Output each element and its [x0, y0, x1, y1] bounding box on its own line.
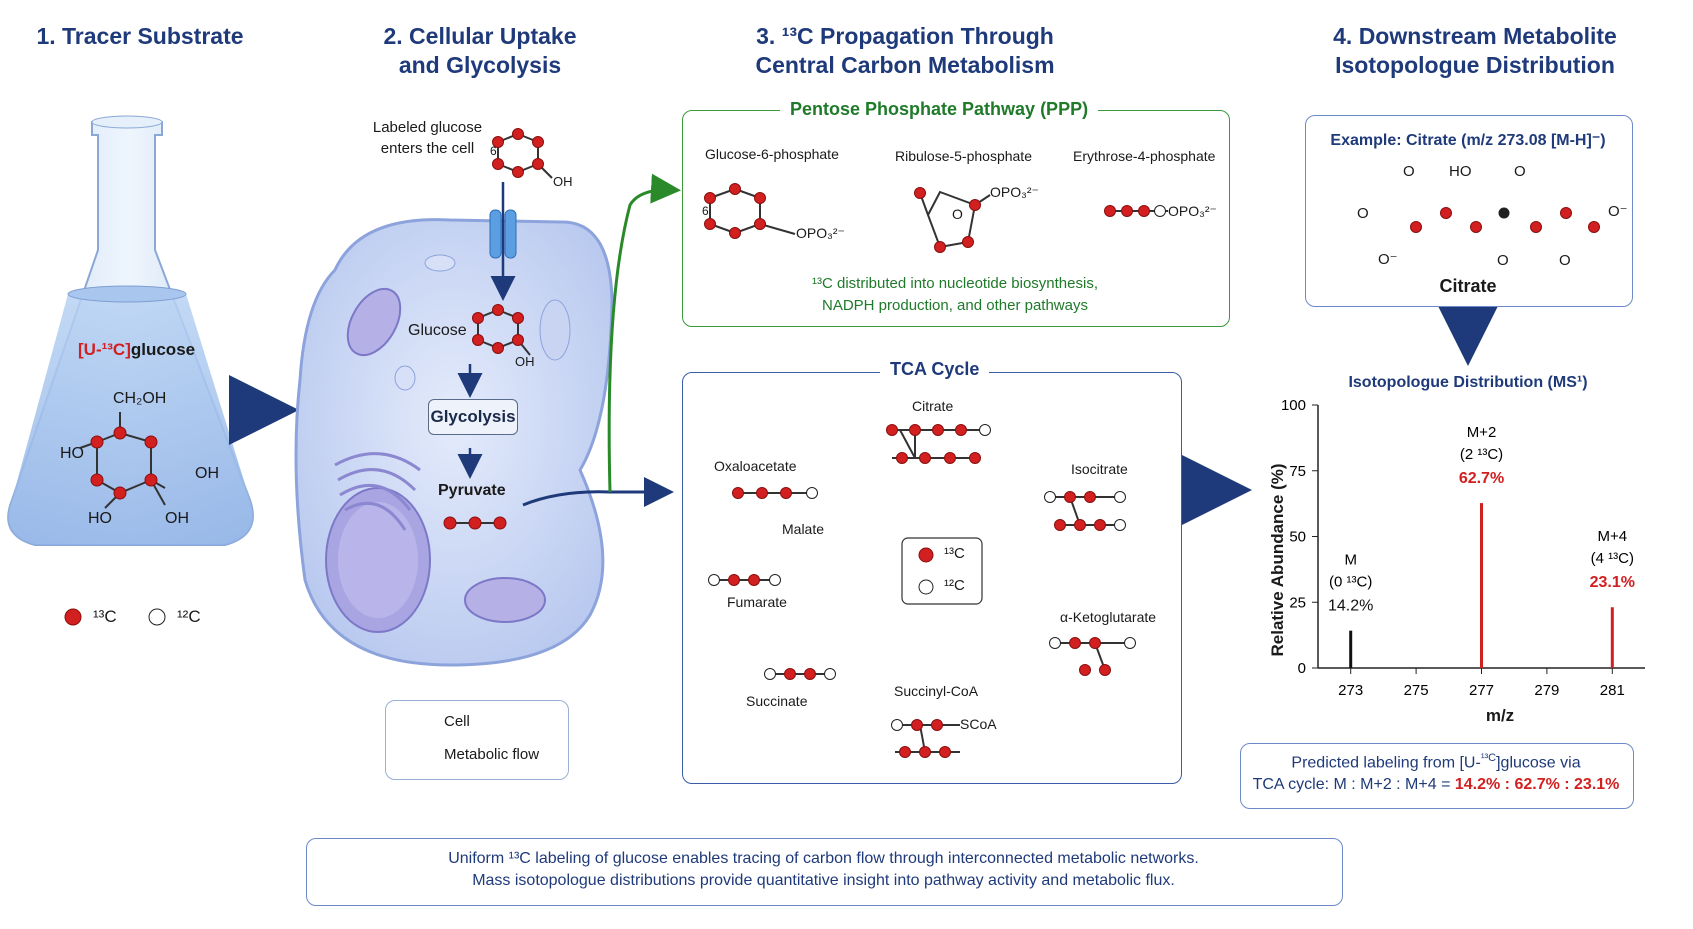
tca-title: TCA Cycle — [880, 359, 990, 380]
tca-legend-12c: ¹²C — [944, 577, 965, 594]
ho-left-label: HO — [60, 445, 84, 462]
tracer-label: [U-¹³C]glucose — [78, 340, 195, 360]
chart-x-tick-label: 281 — [1600, 682, 1625, 699]
g6p-phosphate: OPO₃²⁻ — [796, 225, 845, 241]
prediction-line-1-suffix: ]glucose via — [1496, 754, 1581, 772]
chart-peak-bar — [1349, 630, 1353, 668]
prediction-line-1-prefix: Predicted labeling from [U- — [1291, 754, 1481, 772]
citrate-o-2: O — [1514, 163, 1526, 180]
tca-fumarate: Fumarate — [727, 594, 787, 610]
chart-peak-value-label: 23.1% — [1590, 574, 1635, 591]
chart-x-tick-label: 277 — [1469, 682, 1494, 699]
chart-peak-value-label: 62.7% — [1459, 470, 1504, 487]
chart-x-axis-label: m/z — [1485, 706, 1515, 725]
chart-y-tick-label: 0 — [1298, 660, 1306, 677]
chart-x-tick-label: 275 — [1404, 682, 1429, 699]
chart-y-axis-label: Relative Abundance (%) — [1268, 463, 1287, 657]
cell-drawing — [294, 173, 681, 667]
legend-cell-label: Cell — [444, 713, 470, 730]
tracer-label-prefix: [U-¹³C] — [78, 340, 131, 359]
citrate-name: Citrate — [1439, 276, 1497, 296]
citrate-o-5: O — [1559, 252, 1571, 269]
tca-akg: α-Ketoglutarate — [1060, 609, 1157, 625]
ho-bottom-label: HO — [88, 510, 112, 527]
citrate-o-minus-2: O⁻ — [1608, 203, 1628, 220]
citrate-example-title: Example: Citrate (m/z 273.08 [M-H]⁻) — [1330, 132, 1606, 149]
section-title-2: 2. Cellular Uptake and Glycolysis — [383, 23, 577, 78]
tca-scoa: SCoA — [960, 716, 997, 732]
glycolysis-box: Glycolysis — [428, 399, 518, 435]
glucose-oh: OH — [515, 354, 535, 369]
chart-peak-sub: (4 ¹³C) — [1591, 550, 1634, 567]
glucose-c6-label: 6 — [490, 144, 497, 158]
citrate-o-1: O — [1403, 163, 1415, 180]
prediction-line-2: TCA cycle: M : M+2 : M+4 = 14.2% : 62.7%… — [1240, 776, 1632, 794]
footer-line-1: Uniform ¹³C labeling of glucose enables … — [448, 850, 1199, 867]
r5p-label: Ribulose-5-phosphate — [895, 148, 1032, 164]
prediction-line-1-sup: ¹³C — [1480, 752, 1497, 764]
legend-12c-label: ¹²C — [177, 607, 201, 626]
glucose-label: Glucose — [408, 322, 467, 339]
citrate-o-4: O — [1497, 252, 1509, 269]
chart-peak-bar — [1480, 503, 1483, 668]
tca-malate: Malate — [782, 521, 825, 537]
citrate-o-minus-1: O⁻ — [1378, 251, 1398, 268]
tca-succinate: Succinate — [746, 693, 808, 709]
ppp-note-1: ¹³C distributed into nucleotide biosynth… — [812, 275, 1098, 292]
tca-citrate: Citrate — [912, 398, 954, 414]
legend-13c-label: ¹³C — [93, 607, 117, 626]
pyruvate-label: Pyruvate — [438, 482, 506, 499]
e4p-label: Erythrose-4-phosphate — [1073, 148, 1216, 164]
chart-y-tick-label: 50 — [1289, 529, 1306, 546]
chart-y-tick-label: 75 — [1289, 463, 1306, 480]
oh-bottom-label: OH — [165, 510, 189, 527]
distribution-title: Isotopologue Distribution (MS¹) — [1348, 374, 1588, 391]
ppp-note-2: NADPH production, and other pathways — [822, 297, 1088, 314]
cell-legend — [385, 700, 569, 780]
e4p-phosphate: OPO₃²⁻ — [1168, 203, 1217, 219]
chart-peak-value-label: 14.2% — [1328, 598, 1373, 615]
citrate-ho: HO — [1449, 163, 1472, 180]
citrate-example-box — [1305, 115, 1633, 307]
chart-y-tick-label: 25 — [1289, 594, 1306, 611]
chart-peak-name: M+2 — [1467, 424, 1497, 441]
ppp-title: Pentose Phosphate Pathway (PPP) — [780, 99, 1099, 120]
chart-x-tick-label: 279 — [1534, 682, 1559, 699]
section-title-1: 1. Tracer Substrate — [36, 23, 244, 49]
chart-peak-bar — [1610, 607, 1614, 668]
glucose-oh-top: OH — [553, 174, 573, 189]
chart-peak-sub: (2 ¹³C) — [1460, 446, 1503, 463]
tca-oaa: Oxaloacetate — [714, 458, 797, 474]
ch2oh-label: CH₂OH — [113, 390, 167, 407]
legend-flow-label: Metabolic flow — [444, 746, 540, 763]
chart-peak-sub: (0 ¹³C) — [1329, 574, 1372, 591]
r5p-phosphate: OPO₃²⁻ — [990, 184, 1039, 200]
prediction-line-1: Predicted labeling from [U-¹³C]glucose v… — [1240, 752, 1632, 772]
oh-right-label: OH — [195, 465, 219, 482]
tca-succoa: Succinyl-CoA — [894, 683, 979, 699]
prediction-line-2-values: 14.2% : 62.7% : 23.1% — [1454, 776, 1620, 793]
chart-y-tick-label: 100 — [1281, 397, 1306, 414]
tca-isocitrate: Isocitrate — [1071, 461, 1128, 477]
tracer-label-suffix: glucose — [130, 340, 196, 359]
g6p-c6-label: 6 — [702, 204, 709, 218]
chart-x-tick-label: 273 — [1338, 682, 1363, 699]
prediction-box — [1240, 743, 1634, 809]
g6p-label: Glucose-6-phosphate — [705, 146, 839, 162]
citrate-o-3: O — [1357, 205, 1369, 222]
chart-peak-name: M — [1344, 552, 1357, 569]
r5p-o-label: O — [952, 206, 963, 222]
flask-drawing — [7, 115, 254, 546]
glucose-entry-label: Labeled glucose enters the cell — [372, 119, 483, 157]
section-title-4: 4. Downstream Metabolite Isotopologue Di… — [1333, 23, 1617, 78]
tca-legend-13c: ¹³C — [944, 545, 965, 562]
footer-box — [306, 838, 1343, 906]
chart-peak-name: M+4 — [1597, 528, 1627, 545]
footer-line-2: Mass isotopologue distributions provide … — [472, 872, 1175, 889]
prediction-line-2-prefix: TCA cycle: M : M+2 : M+4 = — [1252, 776, 1455, 793]
section-title-3: 3. ¹³C Propagation Through Central Carbo… — [755, 23, 1055, 78]
